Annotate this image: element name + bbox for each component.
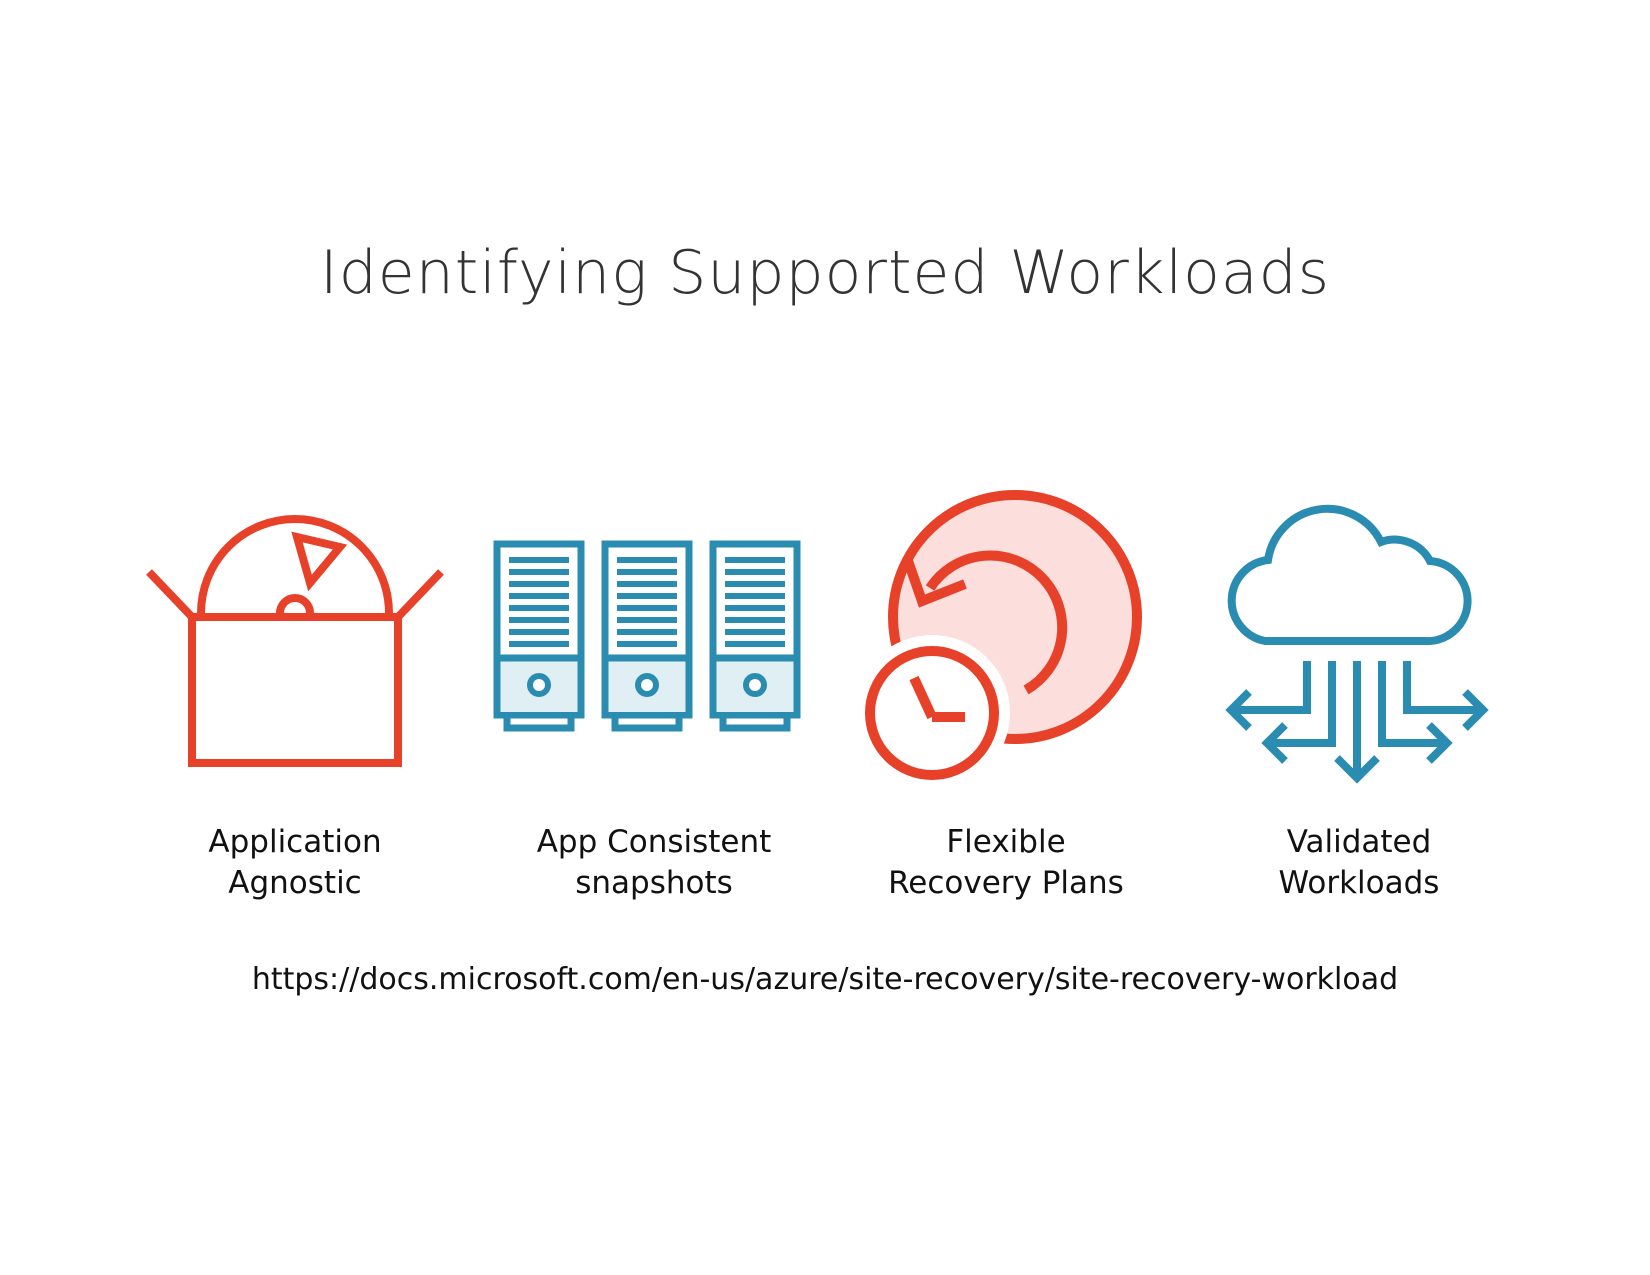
feature-label-application-agnostic: Application Agnostic — [125, 822, 465, 904]
cloud-arrows-icon — [1225, 504, 1489, 784]
recovery-clock-icon — [854, 490, 1142, 791]
slide-title: Identifying Supported Workloads — [320, 238, 1330, 308]
feature-label-app-consistent: App Consistent snapshots — [484, 822, 824, 904]
feature-label-line2: Agnostic — [228, 865, 362, 901]
feature-label-validated-workloads: Validated Workloads — [1189, 822, 1529, 904]
feature-label-line1: Validated — [1286, 824, 1432, 860]
reference-link[interactable]: https://docs.microsoft.com/en-us/azure/s… — [251, 962, 1399, 997]
feature-label-line1: App Consistent — [536, 824, 772, 860]
feature-label-line1: Flexible — [946, 824, 1066, 860]
server-racks-icon — [493, 540, 815, 732]
feature-label-line2: Recovery Plans — [888, 865, 1124, 901]
feature-label-line1: Application — [208, 824, 382, 860]
feature-label-flexible-recovery: Flexible Recovery Plans — [836, 822, 1176, 904]
feature-label-line2: snapshots — [575, 865, 733, 901]
feature-label-line2: Workloads — [1278, 865, 1440, 901]
open-box-disc-icon — [146, 515, 444, 767]
